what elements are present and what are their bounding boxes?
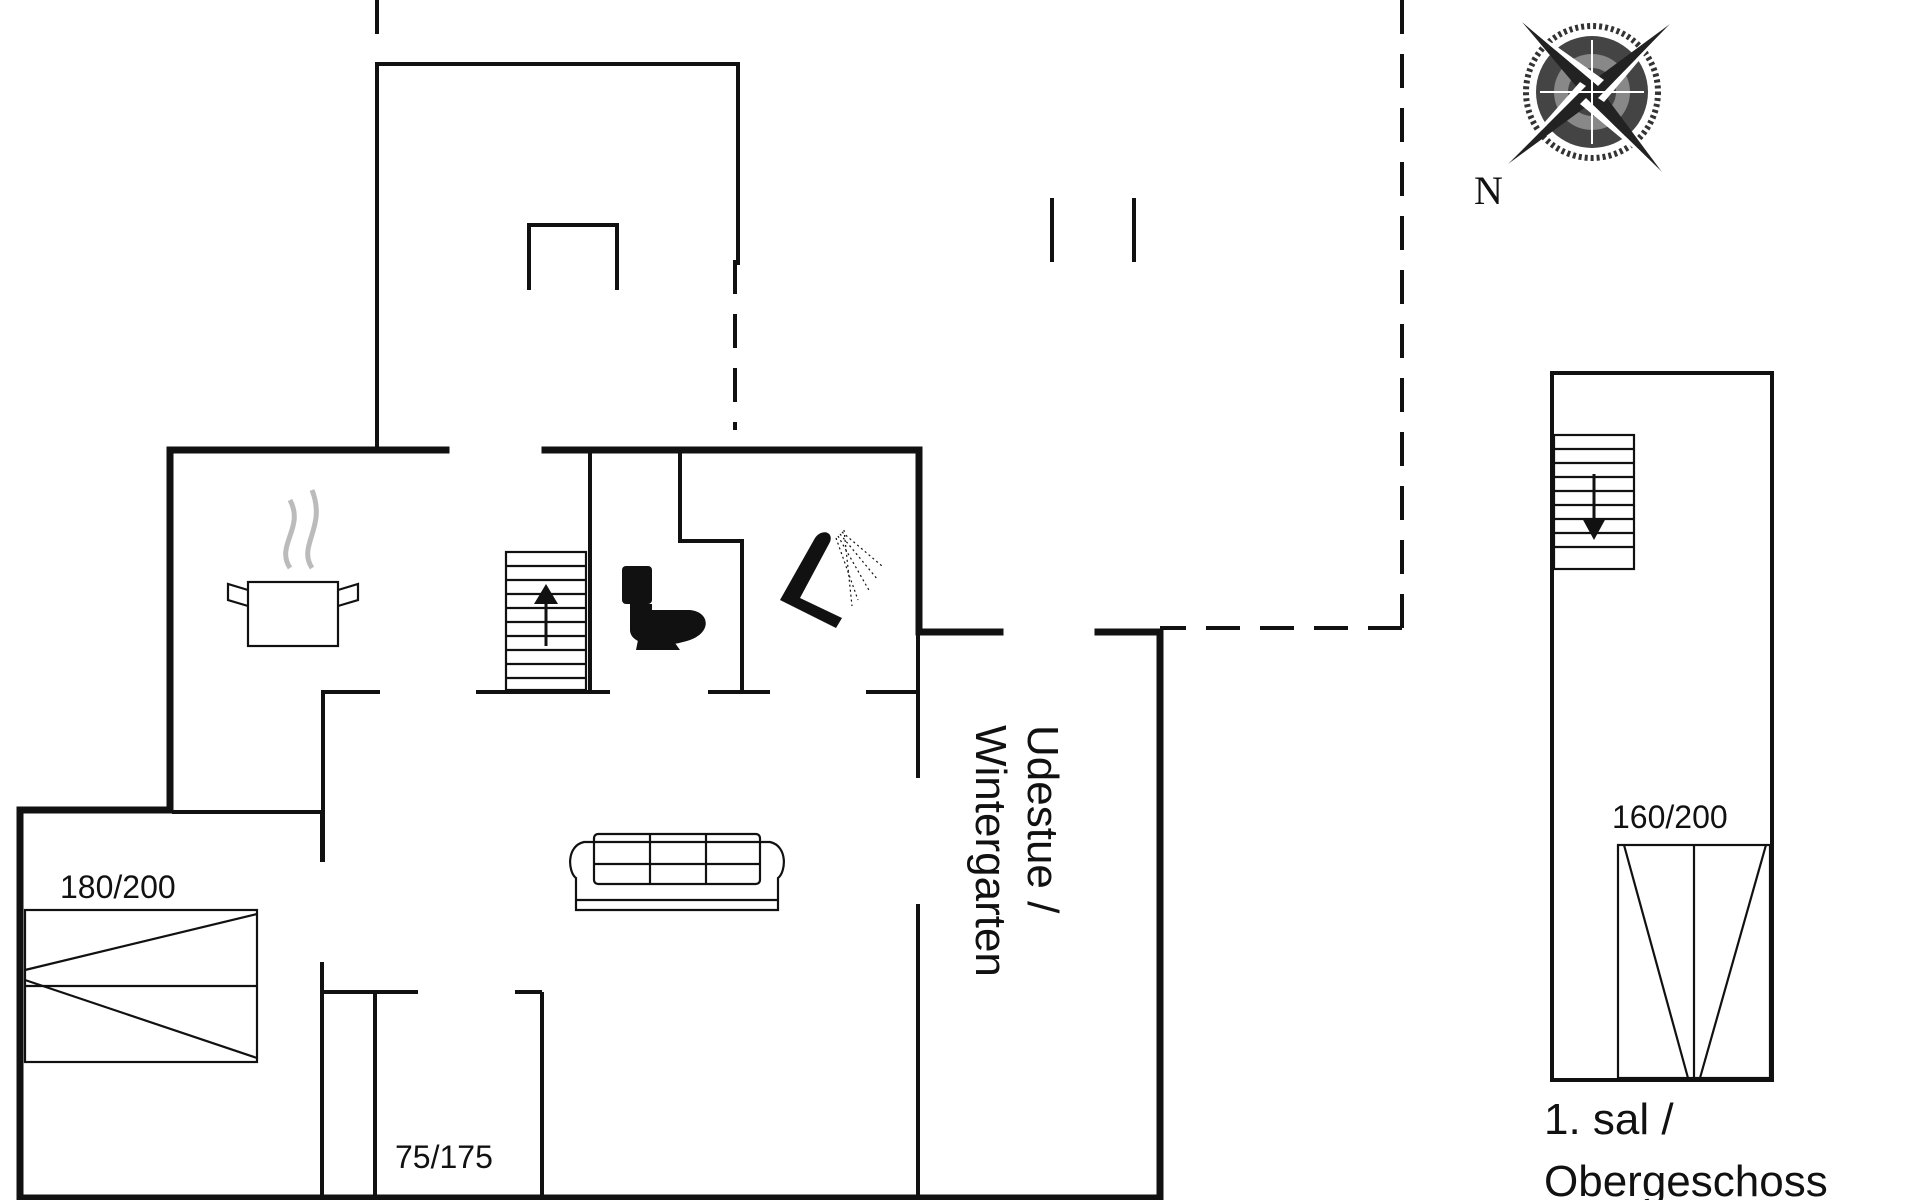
terrace-outline — [375, 0, 1404, 630]
compass-north-label: N — [1474, 168, 1503, 213]
upper-double-bed — [1616, 843, 1772, 1080]
sunroom-label-line1: Udestue / — [1018, 725, 1067, 914]
stairs-up-icon — [504, 550, 588, 692]
interior-walls — [172, 453, 920, 1196]
upper-floor-walls — [1550, 371, 1774, 1082]
outer-walls — [16, 446, 1164, 1200]
upper-floor-label-line1: 1. sal / — [1544, 1095, 1674, 1144]
bed-size-label-small: 75/175 — [395, 1139, 493, 1175]
upper-floor-label-line2: Obergeschoss — [1544, 1157, 1828, 1200]
bed-size-label-ground: 180/200 — [60, 869, 176, 905]
shower-icon — [773, 529, 883, 628]
sofa-icon — [569, 832, 785, 912]
sunroom-label: Udestue / Wintergarten — [966, 725, 1067, 977]
cooking-pot-icon — [226, 489, 360, 648]
bed-size-label-upper: 160/200 — [1612, 799, 1728, 835]
compass-rose-icon — [1508, 22, 1670, 172]
double-bed — [23, 908, 259, 1064]
sunroom-label-line2: Wintergarten — [966, 725, 1015, 977]
toilet-icon — [622, 566, 706, 650]
annex-walls — [375, 62, 1136, 448]
stairs-down-icon — [1552, 433, 1636, 571]
